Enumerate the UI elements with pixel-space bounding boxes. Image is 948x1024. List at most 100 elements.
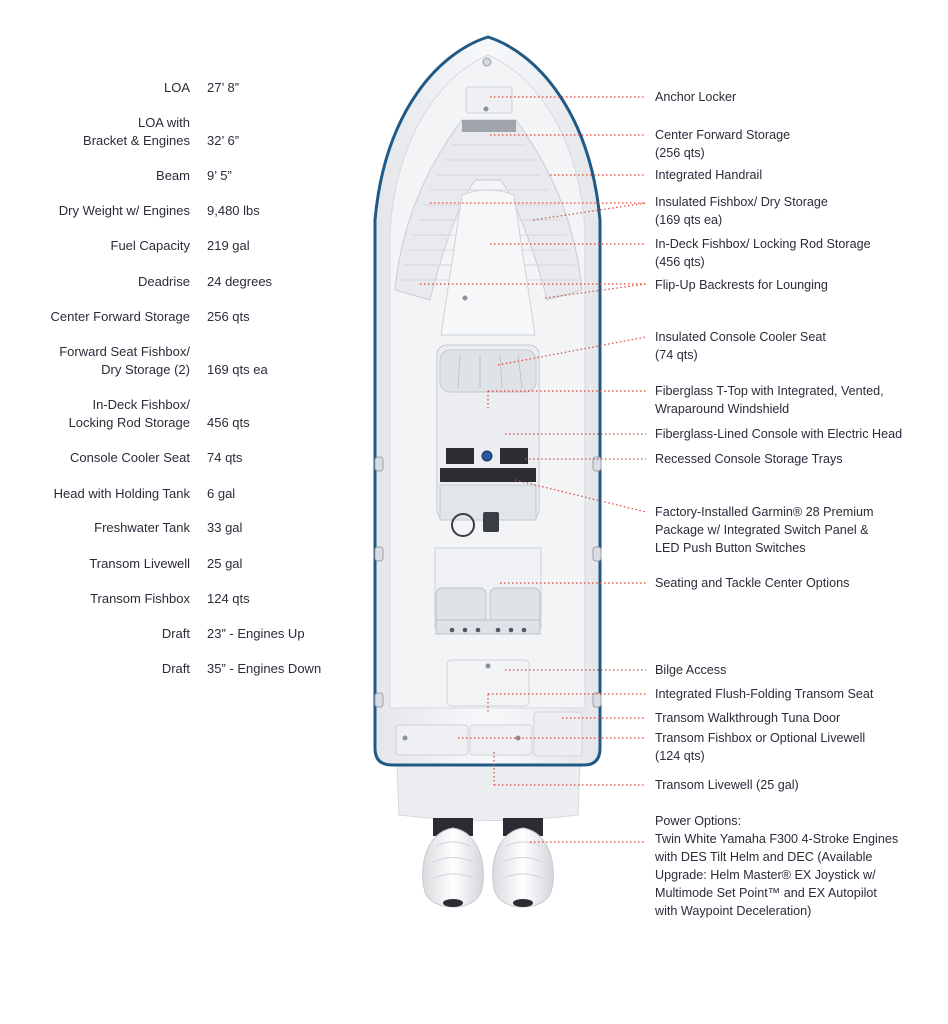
callout-insulated-fishbox: Insulated Fishbox/ Dry Storage (169 qts …: [655, 193, 828, 229]
spec-label-loa: LOA: [163, 80, 190, 95]
callout-t-top: Fiberglass T-Top with Integrated, Vented…: [655, 382, 884, 418]
callout-power-options: Power Options: Twin White Yamaha F300 4-…: [655, 812, 898, 920]
callout-transom-seat: Integrated Flush-Folding Transom Seat: [655, 685, 873, 703]
spec-value-transom-livewell: 25 gal: [207, 556, 243, 571]
callout-text: Flip-Up Backrests for Lounging: [655, 278, 828, 292]
seat-starboard: [489, 587, 541, 623]
spec-value-center-forward-storage: 256 qts: [207, 309, 250, 324]
callout-text: (169 qts ea): [655, 213, 723, 227]
spec-label-loa-bracket-line2: Bracket & Engines: [83, 133, 190, 148]
spec-label-in-deck-line1: In-Deck Fishbox/: [92, 397, 190, 412]
spec-label-console-cooler: Console Cooler Seat: [70, 450, 190, 465]
callout-transom-livewell: Transom Livewell (25 gal): [655, 776, 799, 794]
spec-label-draft-up: Draft: [161, 626, 190, 641]
anchor-locker-hatch: [465, 86, 513, 114]
steering-wheel: [451, 513, 475, 537]
callout-console-cooler-seat: Insulated Console Cooler Seat (74 qts): [655, 328, 826, 364]
callout-text: Insulated Console Cooler Seat: [655, 330, 826, 344]
callout-integrated-handrail: Integrated Handrail: [655, 166, 762, 184]
spec-value-fuel: 219 gal: [207, 238, 250, 253]
leader-backrest-b: [544, 283, 647, 299]
spec-value-loa: 27’ 8”: [207, 80, 240, 95]
callout-text: Recessed Console Storage Trays: [655, 452, 843, 466]
callout-text: with Waypoint Deceleration): [655, 904, 812, 918]
callout-text: Fiberglass T-Top with Integrated, Vented…: [655, 384, 884, 398]
callout-text: Integrated Handrail: [655, 168, 763, 182]
leader-lines: [420, 96, 647, 843]
transom-door: [533, 711, 583, 757]
garmin-display-panel: [440, 468, 536, 482]
seat-port: [435, 587, 487, 623]
spec-label-dry-weight: Dry Weight w/ Engines: [58, 203, 190, 218]
callout-text: Anchor Locker: [655, 90, 737, 104]
callout-text: Seating and Tackle Center Options: [655, 576, 850, 590]
spec-label-draft-down: Draft: [161, 661, 190, 676]
callout-text: Twin White Yamaha F300 4-Stroke Engines: [655, 832, 899, 846]
transom-fishbox-hatch: [395, 724, 469, 756]
spec-label-fuel: Fuel Capacity: [110, 238, 190, 253]
spec-value-freshwater: 33 gal: [207, 520, 243, 535]
spec-value-draft-down: 35” - Engines Down: [207, 661, 322, 676]
callout-transom-fishbox: Transom Fishbox or Optional Livewell (12…: [655, 729, 865, 765]
callout-text: Transom Walkthrough Tuna Door: [655, 711, 841, 725]
transom-livewell-hatch: [469, 724, 533, 756]
callout-text: Transom Fishbox or Optional Livewell: [655, 731, 866, 745]
callout-text: Package w/ Integrated Switch Panel &: [655, 523, 869, 537]
callout-text: Center Forward Storage: [655, 128, 791, 142]
callout-text: Power Options:: [655, 814, 742, 828]
callout-text: (124 qts): [655, 749, 705, 763]
spec-label-beam: Beam: [156, 168, 190, 183]
callout-text: Transom Livewell (25 gal): [655, 778, 799, 792]
spec-value-transom-fishbox: 124 qts: [207, 591, 250, 606]
spec-value-deadrise: 24 degrees: [207, 274, 273, 289]
spec-label-center-forward-storage: Center Forward Storage: [50, 309, 190, 324]
callout-text: Upgrade: Helm Master® EX Joystick w/: [655, 868, 876, 882]
spec-value-in-deck: 456 qts: [207, 415, 250, 430]
callout-text: (74 qts): [655, 348, 698, 362]
leader-garmin: [514, 479, 647, 513]
callout-in-deck-fishbox: In-Deck Fishbox/ Locking Rod Storage (45…: [655, 235, 871, 271]
spec-label-transom-livewell: Transom Livewell: [89, 556, 190, 571]
callout-tuna-door: Transom Walkthrough Tuna Door: [655, 709, 840, 727]
callout-text: LED Push Button Switches: [655, 541, 806, 555]
spec-value-draft-up: 23” - Engines Up: [207, 626, 305, 641]
spec-label-head: Head with Holding Tank: [53, 486, 190, 501]
callout-text: Bilge Access: [655, 663, 727, 677]
spec-label-freshwater: Freshwater Tank: [94, 520, 190, 535]
callout-text: Insulated Fishbox/ Dry Storage: [655, 195, 828, 209]
spec-value-console-cooler: 74 qts: [207, 450, 243, 465]
spec-label-in-deck-line2: Locking Rod Storage: [68, 415, 190, 430]
leader-console-cooler-seat: [497, 336, 647, 366]
spec-label-deadrise: Deadrise: [137, 274, 190, 289]
spec-value-head: 6 gal: [207, 486, 236, 501]
callout-text: Fiberglass-Lined Console with Electric H…: [655, 427, 903, 441]
callout-anchor-locker: Anchor Locker: [655, 88, 736, 106]
spec-value-beam: 9’ 5”: [207, 168, 232, 183]
spec-label-forward-seat-line1: Forward Seat Fishbox/: [59, 344, 190, 359]
callout-text: Wraparound Windshield: [655, 402, 790, 416]
spec-label-loa-bracket-line1: LOA with: [137, 115, 190, 130]
spec-value-loa-bracket: 32’ 6”: [207, 133, 240, 148]
spec-label-forward-seat-line2: Dry Storage (2): [101, 362, 190, 377]
callout-text: Factory-Installed Garmin® 28 Premium: [655, 505, 874, 519]
callout-text: Integrated Flush-Folding Transom Seat: [655, 687, 874, 701]
spec-label-transom-fishbox: Transom Fishbox: [90, 591, 190, 606]
callout-text: (456 qts): [655, 255, 705, 269]
engine-starboard: [492, 818, 554, 908]
callout-console-electric-head: Fiberglass-Lined Console with Electric H…: [655, 425, 902, 443]
callout-text: with DES Tilt Helm and DEC (Available: [655, 850, 873, 864]
engine-bracket: [396, 761, 581, 821]
spec-value-forward-seat: 169 qts ea: [207, 362, 268, 377]
leader-fishbox-b: [532, 202, 647, 221]
engine-port: [422, 818, 484, 908]
callout-text: In-Deck Fishbox/ Locking Rod Storage: [655, 237, 871, 251]
callout-center-forward-storage: Center Forward Storage (256 qts): [655, 126, 790, 162]
callout-seating-tackle: Seating and Tackle Center Options: [655, 574, 849, 592]
callout-text: (256 qts): [655, 146, 705, 160]
callout-bilge-access: Bilge Access: [655, 661, 726, 679]
spec-value-dry-weight: 9,480 lbs: [207, 203, 260, 218]
callout-text: Multimode Set Point™ and EX Autopilot: [655, 886, 877, 900]
bow-seating: [394, 119, 583, 301]
callout-garmin-package: Factory-Installed Garmin® 28 Premium Pac…: [655, 503, 874, 557]
